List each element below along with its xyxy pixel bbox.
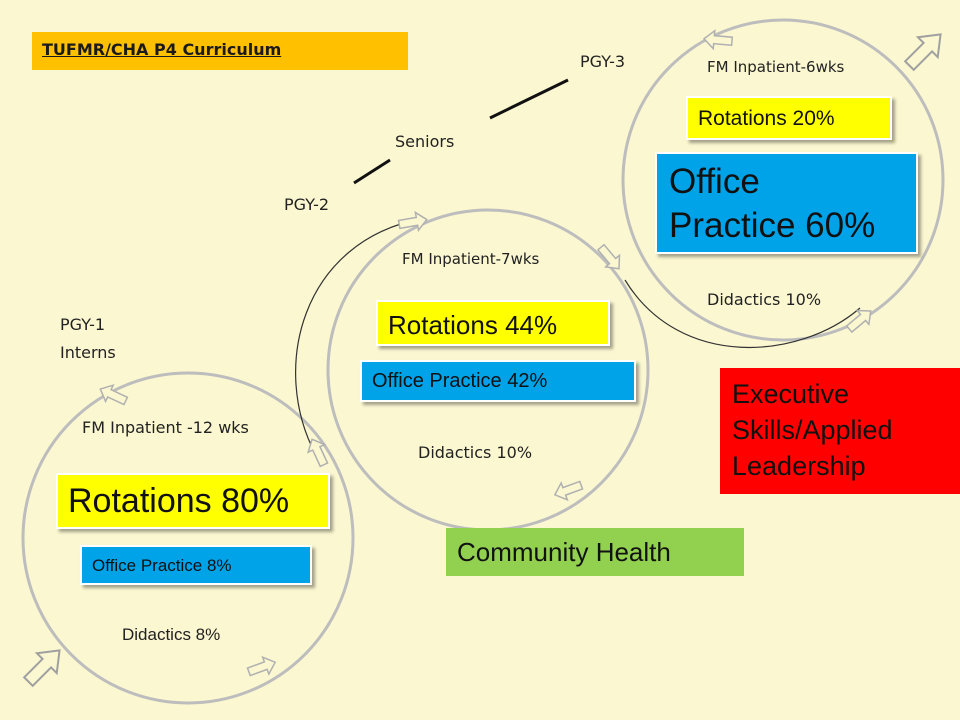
direction-arrow-icon xyxy=(99,383,129,406)
direction-arrow-icon xyxy=(596,243,621,270)
direction-arrow-icon xyxy=(246,655,277,677)
label-pgy1: PGY-1 xyxy=(60,315,106,334)
cycle1-inpatient-label: FM Inpatient -12 wks xyxy=(82,418,249,437)
cycle1-rotations-label: Rotations 80% xyxy=(68,482,290,520)
progression-line-1 xyxy=(353,158,391,185)
cycle3-office-line2: Practice 60% xyxy=(669,206,876,245)
direction-arrow-icon xyxy=(397,210,428,232)
cycle3-office-line1: Office xyxy=(669,162,760,201)
cycle3-office-box: Office Practice 60% xyxy=(655,152,918,254)
outline-arrow-bottom-left-icon xyxy=(22,649,61,688)
community-health-box: Community Health xyxy=(446,528,744,576)
direction-arrow-icon xyxy=(553,480,584,502)
cycle2-rotations-box: Rotations 44% xyxy=(376,300,610,346)
label-interns: Interns xyxy=(60,343,116,362)
cycle3-rotations-box: Rotations 20% xyxy=(686,96,892,140)
label-pgy3: PGY-3 xyxy=(580,52,626,71)
label-pgy2: PGY-2 xyxy=(284,195,330,214)
direction-arrow-icon xyxy=(702,29,734,51)
title-banner: TUFMR/CHA P4 Curriculum xyxy=(32,32,408,70)
connector-curve-1 xyxy=(295,217,426,456)
cycle2-didactics-label: Didactics 10% xyxy=(418,443,533,462)
cycle2-rotations-label: Rotations 44% xyxy=(388,310,558,340)
cycle3-didactics-label: Didactics 10% xyxy=(707,290,822,309)
executive-skills-box: Executive Skills/Applied Leadership xyxy=(720,368,960,494)
cycle1-office-box: Office Practice 8% xyxy=(80,545,312,585)
cycle3-inpatient-label: FM Inpatient-6wks xyxy=(707,58,845,76)
executive-line3: Leadership xyxy=(732,451,866,481)
cycle2-inpatient-label: FM Inpatient-7wks xyxy=(402,250,540,268)
direction-arrow-icon xyxy=(306,438,329,468)
community-health-label: Community Health xyxy=(457,537,671,567)
executive-line1: Executive xyxy=(732,379,850,409)
cycle3-rotations-label: Rotations 20% xyxy=(698,107,835,130)
cycle1-didactics-label: Didactics 8% xyxy=(122,625,221,644)
cycle-circle-pgy3 xyxy=(621,18,945,342)
cycle1-rotations-box: Rotations 80% xyxy=(56,473,330,529)
outline-arrow-top-right-icon xyxy=(903,33,942,72)
cycle-circle-pgy1 xyxy=(21,371,355,705)
cycle2-office-label: Office Practice 42% xyxy=(372,370,548,392)
progression-line-2 xyxy=(489,78,569,120)
cycle2-office-box: Office Practice 42% xyxy=(360,360,636,402)
executive-line2: Skills/Applied xyxy=(732,415,893,445)
page-title: TUFMR/CHA P4 Curriculum xyxy=(42,40,282,59)
label-seniors: Seniors xyxy=(395,132,455,151)
direction-arrow-icon xyxy=(845,309,872,334)
connector-curve-2 xyxy=(624,279,861,348)
cycle1-office-label: Office Practice 8% xyxy=(92,556,232,575)
